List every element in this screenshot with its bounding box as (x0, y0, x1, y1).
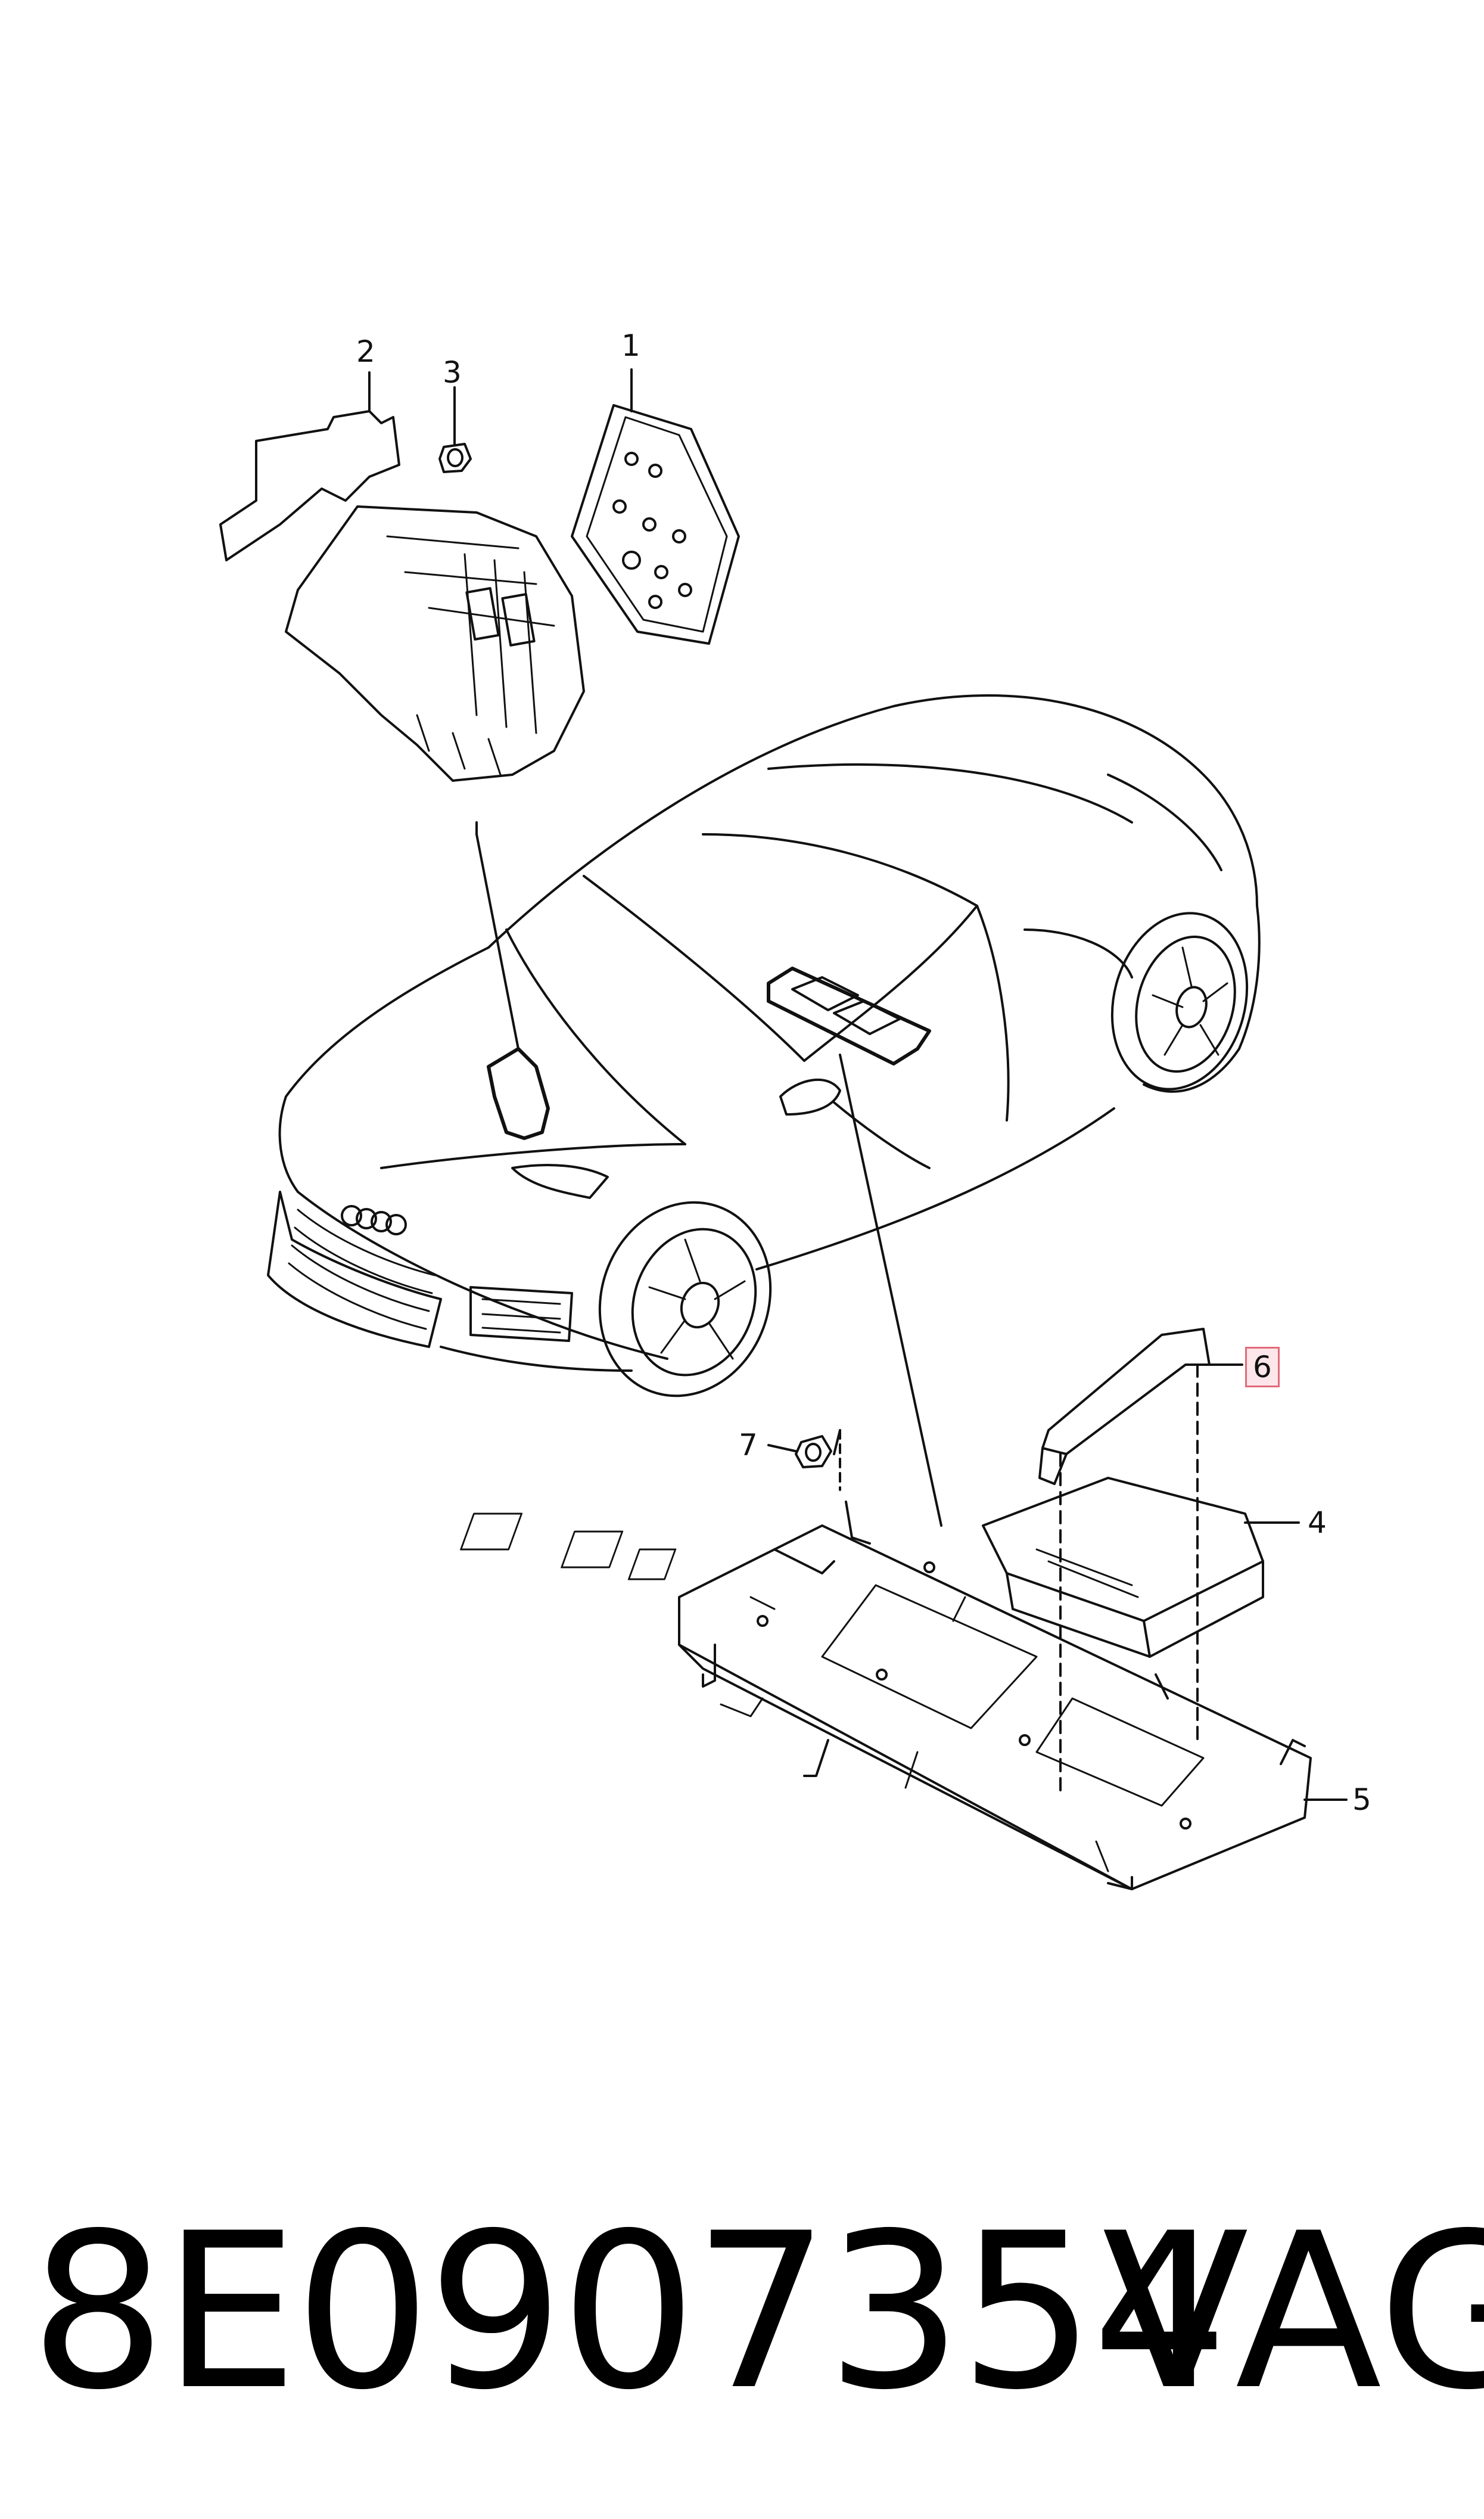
callout-7: 7 (739, 1428, 758, 1462)
callout-2: 2 (356, 334, 375, 369)
part-control-module (460, 1477, 1264, 1658)
callout-6: 6 (1245, 1347, 1280, 1387)
callout-3: 3 (443, 355, 462, 390)
car-illustration (267, 694, 1261, 1397)
callout-4: 4 (1308, 1505, 1327, 1540)
leader-fuse-to-car (475, 833, 519, 1050)
part-number: 8E0907354 (30, 2187, 1228, 2437)
leader-module-to-car (839, 1054, 942, 1527)
callout-5: 5 (1352, 1782, 1371, 1817)
part-nut-7 (795, 1429, 841, 1491)
callout-1: 1 (621, 328, 640, 363)
part-nut-3 (438, 443, 472, 473)
part-bracket (1038, 1328, 1211, 1795)
part-relay-plate (571, 404, 740, 645)
part-mounting-tray (678, 1501, 1312, 1890)
leader-line-7 (767, 1444, 797, 1452)
part-fuse-box (219, 410, 585, 782)
brand-label: VAG (1102, 2187, 1484, 2437)
